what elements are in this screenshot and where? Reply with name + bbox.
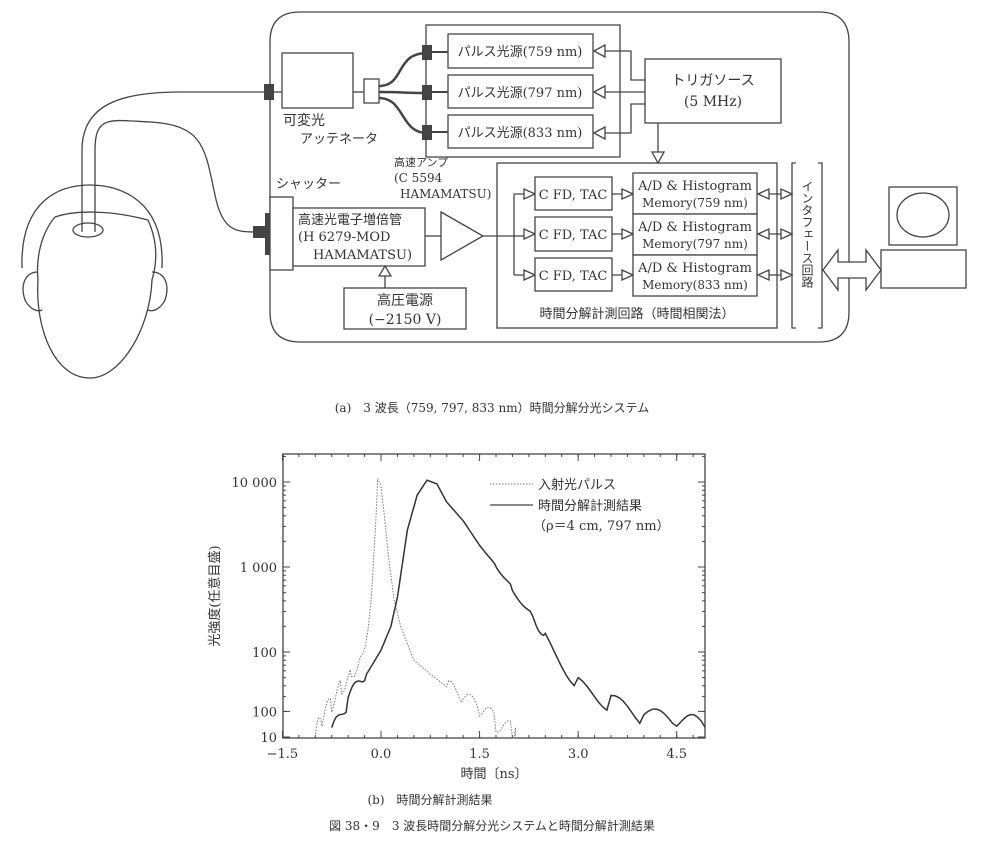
time-resolved-circuit-box <box>496 162 778 329</box>
svg-text:A/D & Histogram: A/D & Histogram <box>637 179 752 194</box>
svg-text:パルス光源(797 nm): パルス光源(797 nm) <box>458 86 583 101</box>
x-tick-label: 3.0 <box>568 747 589 762</box>
svg-text:Memory(759 nm): Memory(759 nm) <box>642 196 748 210</box>
head-illustration <box>21 184 168 379</box>
arrow-icon <box>377 264 393 277</box>
svg-text:高圧電源: 高圧電源 <box>377 292 433 309</box>
amplifier-triangle <box>440 210 485 262</box>
y-tick-label: 10 000 <box>232 476 278 491</box>
pulse-source-833: パルス光源(833 nm) <box>422 114 594 149</box>
attenuator-label: アッテネータ <box>300 132 378 147</box>
svg-text:HAMAMATSU): HAMAMATSU) <box>313 248 412 263</box>
fiber-connector <box>253 226 266 238</box>
circuit-label: 時間分解計測回路（時間相関法） <box>539 306 734 322</box>
svg-text:A/D & Histogram: A/D & Histogram <box>637 220 752 235</box>
x-tick-label: −1.5 <box>267 747 299 762</box>
legend: 入射光パルス 時間分解計測結果 （ρ＝4 cm, 797 nm） <box>490 477 670 534</box>
high-voltage-box <box>343 287 467 330</box>
figure-caption: 図 38・9 3 波長時間分解分光システムと時間分解計測結果 <box>329 818 655 833</box>
y-axis-label: 光強度(任意目盛) <box>207 545 223 646</box>
shutter-label: シャッター <box>276 177 341 192</box>
arrow-icon <box>592 43 666 165</box>
svg-text:C FD, TAC: C FD, TAC <box>539 269 608 284</box>
x-tick-label: 0.0 <box>371 747 392 762</box>
fiber-connector <box>264 84 274 100</box>
legend-label-pulse: 入射光パルス <box>538 477 616 493</box>
cfd-tac-boxes: C FD, TAC C FD, TAC C FD, TAC <box>534 176 613 292</box>
x-axis-label: 時間〔ns〕 <box>460 767 527 782</box>
double-arrow-icon <box>822 248 882 292</box>
svg-text:Memory(797 nm): Memory(797 nm) <box>642 237 748 251</box>
pmt-box <box>292 207 426 267</box>
histogram-memory-boxes: A/D & Histogram Memory(759 nm) A/D & His… <box>632 172 758 297</box>
svg-text:高速光電子増倍管: 高速光電子増倍管 <box>298 212 402 228</box>
svg-text:パルス光源(833 nm): パルス光源(833 nm) <box>458 126 583 141</box>
svg-text:Memory(833 nm): Memory(833 nm) <box>642 278 748 292</box>
system-diagram: 可変光 アッテネータ パルス光源(759 nm) パルス光源(797 nm) パ… <box>21 11 967 379</box>
shutter-box <box>269 196 294 271</box>
interface-bracket <box>791 162 823 329</box>
detector-fiber <box>94 119 256 233</box>
arrow-icon <box>523 187 794 282</box>
svg-text:高速アンプ: 高速アンプ <box>394 155 448 169</box>
fiber-splitter <box>363 78 380 104</box>
svg-text:A/D & Histogram: A/D & Histogram <box>637 261 752 276</box>
legend-label-measured: 時間分解計測結果 <box>538 498 642 514</box>
y-tick-label: 10 <box>260 731 277 746</box>
trigger-source-box <box>644 58 782 124</box>
legend-label-measured-condition: （ρ＝4 cm, 797 nm） <box>533 519 670 534</box>
instrument-enclosure <box>269 11 850 343</box>
plot-area <box>282 453 706 739</box>
y-tick-label: 100 <box>252 705 277 720</box>
svg-text:(5 MHz): (5 MHz) <box>684 94 742 110</box>
svg-text:パルス光源(759 nm): パルス光源(759 nm) <box>458 45 583 60</box>
series-incident-pulse <box>314 478 517 739</box>
time-resolved-chart: −1.5 0.0 1.5 3.0 4.5 10 000 1 000 100 100 10 入射光パ… <box>207 453 706 782</box>
svg-text:HAMAMATSU): HAMAMATSU) <box>400 187 491 201</box>
series-measured-result <box>330 479 706 728</box>
trigger-lines <box>604 50 659 152</box>
source-fiber <box>81 91 265 232</box>
svg-text:(−2150 V): (−2150 V) <box>369 312 442 328</box>
variable-attenuator-box <box>281 52 354 109</box>
caption-b: (b) 時間分解計測結果 <box>367 792 492 807</box>
pulse-source-797: パルス光源(797 nm) <box>422 74 594 109</box>
computer-icon <box>880 186 967 289</box>
y-tick-label: 1 000 <box>240 561 277 576</box>
svg-text:C FD, TAC: C FD, TAC <box>539 228 608 243</box>
pulse-source-759: パルス光源(759 nm) <box>422 33 594 69</box>
probe-site <box>72 222 104 238</box>
caption-a: (a) 3 波長（759, 797, 833 nm）時間分解分光システム <box>335 401 650 415</box>
x-tick-label: 1.5 <box>469 747 490 762</box>
svg-text:トリガソース: トリガソース <box>671 73 754 89</box>
x-tick-label: 4.5 <box>666 747 687 762</box>
attenuator-label: 可変光 <box>283 112 325 129</box>
interface-label: インタフェース回路 <box>800 180 814 289</box>
svg-text:C FD, TAC: C FD, TAC <box>539 188 608 203</box>
svg-text:(H 6279-MOD: (H 6279-MOD <box>298 230 390 245</box>
svg-text:(C 5594: (C 5594 <box>394 171 443 185</box>
y-tick-label: 100 <box>252 646 277 661</box>
